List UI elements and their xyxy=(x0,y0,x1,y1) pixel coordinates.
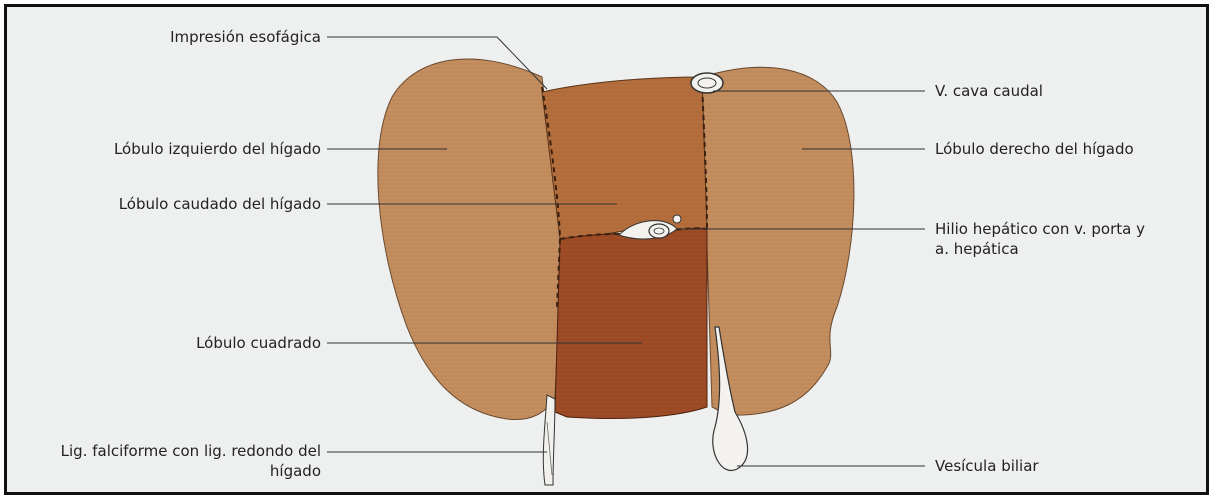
label-lobulo-cuadrado: Lóbulo cuadrado xyxy=(47,333,321,353)
hepatic-artery xyxy=(673,215,681,223)
label-lig-falciforme: Lig. falciforme con lig. redondo del híg… xyxy=(9,441,321,481)
label-hilio-hepatico: Hilio hepático con v. porta y a. hepátic… xyxy=(935,219,1145,259)
label-lobulo-derecho: Lóbulo derecho del hígado xyxy=(935,139,1134,159)
label-v-cava-caudal: V. cava caudal xyxy=(935,81,1043,101)
vena-cava xyxy=(691,73,723,93)
label-hilio-line1: Hilio hepático con v. porta y xyxy=(935,219,1145,239)
label-vesicula-biliar: Vesícula biliar xyxy=(935,456,1039,476)
figure-frame: Impresión esofágica Lóbulo izquierdo del… xyxy=(4,4,1209,495)
label-lig-falciforme-line1: Lig. falciforme con lig. redondo del xyxy=(9,441,321,461)
portal-vein xyxy=(649,224,669,238)
label-lobulo-izquierdo: Lóbulo izquierdo del hígado xyxy=(47,139,321,159)
label-impresion-esofagica: Impresión esofágica xyxy=(107,27,321,47)
label-lobulo-caudado: Lóbulo caudado del hígado xyxy=(47,194,321,214)
label-hilio-line2: a. hepática xyxy=(935,239,1145,259)
label-lig-falciforme-line2: hígado xyxy=(9,461,321,481)
